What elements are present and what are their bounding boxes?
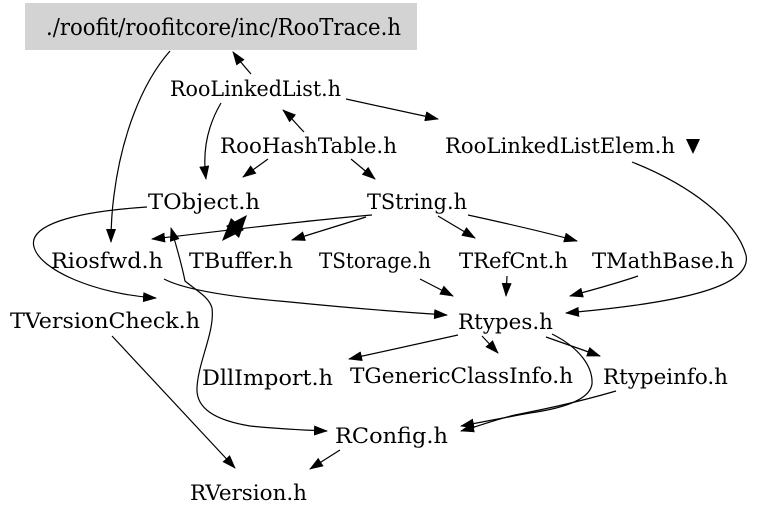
- node-dllimport[interactable]: DllImport.h: [202, 366, 333, 390]
- node-rootrace: ./roofit/roofitcore/inc/RooTrace.h: [46, 15, 401, 41]
- edge-tobject-rconfig-bidirectional: [169, 227, 328, 436]
- node-rtypeinfo[interactable]: Rtypeinfo.h: [603, 365, 728, 389]
- node-rtypes[interactable]: Rtypes.h: [458, 310, 553, 334]
- edge-rconfig-rversion: [309, 449, 341, 470]
- node-roohashtable[interactable]: RooHashTable.h: [220, 134, 397, 158]
- edge-tstring-tbuffer: [291, 216, 367, 241]
- edge-roolinkedlistelem-rtypes: [565, 161, 747, 317]
- edge-tobject-tversioncheck: [32, 206, 157, 303]
- node-tbuffer[interactable]: TBuffer.h: [189, 249, 293, 273]
- node-roolinkedlist[interactable]: RooLinkedList.h: [170, 77, 341, 101]
- edge-roohashtable-tobject: [242, 158, 269, 178]
- root-node-box: [25, 3, 417, 50]
- edge-tstring-tmathbase: [467, 214, 578, 243]
- node-roolinkedlistelem[interactable]: RooLinkedListElem.h: [445, 134, 675, 158]
- node-tobject[interactable]: TObject.h: [148, 190, 260, 214]
- node-riosfwd[interactable]: Riosfwd.h: [51, 249, 163, 273]
- edge-tstorage-rtypes: [419, 278, 454, 297]
- edge-rootrace-riosfwd: [106, 50, 171, 243]
- edge-roohashtable-tstring: [350, 158, 376, 180]
- edge-roolinkedlist-roolinkedlistelem: [345, 98, 439, 122]
- edge-roohashtable-roolinkedlist: [282, 109, 305, 133]
- edge-roolinkedlist-rootrace: [232, 51, 252, 75]
- edge-tstring-trefcnt: [437, 215, 476, 239]
- edge-rtypes-rtypeinfo: [545, 336, 601, 357]
- edge-roolinkedlist-tobject: [199, 102, 222, 180]
- edge-rtypes-dllimport: [348, 334, 459, 362]
- node-tgenericclassinfo[interactable]: TGenericClassInfo.h: [350, 364, 573, 388]
- node-tmathbase[interactable]: TMathBase.h: [592, 249, 734, 273]
- edge-trefcnt-rtypes: [501, 275, 512, 297]
- edge-tstring-riosfwd: [151, 214, 373, 243]
- node-trefcnt[interactable]: TRefCnt.h: [459, 249, 568, 273]
- edge-riosfwd-rtypes: [163, 278, 448, 320]
- edge-rtypes-tgenericclassinfo: [481, 335, 499, 354]
- node-tstorage[interactable]: TStorage.h: [319, 249, 431, 273]
- edge-rtypeinfo-rconfig: [460, 390, 617, 433]
- node-rversion[interactable]: RVersion.h: [190, 481, 307, 505]
- node-tversioncheck[interactable]: TVersionCheck.h: [10, 309, 200, 333]
- node-tstring[interactable]: TString.h: [367, 190, 467, 214]
- edge-tmathbase-rtypes: [569, 275, 639, 298]
- arrowhead-into-tbuffer: [222, 218, 244, 241]
- edge-tversioncheck-rversion: [111, 335, 236, 469]
- arrowhead-roolinkedlistelem-right: [686, 139, 700, 154]
- node-rconfig[interactable]: RConfig.h: [335, 424, 448, 448]
